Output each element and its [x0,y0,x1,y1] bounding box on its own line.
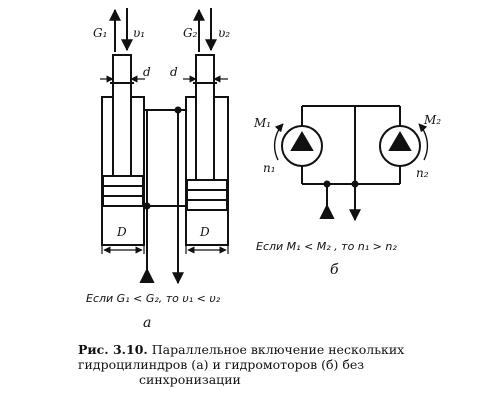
label-g2: G₂ [183,26,198,40]
label-d-left: d [143,65,151,79]
label-d-right: d [170,65,178,79]
caption-line-2: гидроцилиндров (а) и гидромоторов (б) бе… [78,357,365,372]
sublabel-b: б [330,262,339,278]
label-D-left: D [116,225,127,239]
motor-2 [379,123,429,167]
figure-a-cylinders [100,8,229,285]
label-g1: G₁ [93,26,107,40]
label-v1: υ₁ [133,26,145,40]
figure-caption: Рис. 3.10. Параллельное включение нескол… [78,342,458,387]
label-m2: M₂ [423,113,441,127]
junction-dot [143,202,151,210]
label-D-right: D [199,225,210,239]
junction-dot [174,106,182,114]
left-cylinder [101,54,145,246]
figure-number: Рис. 3.10. [78,342,148,357]
motor-1 [273,123,323,167]
condition-a: Если G₁ < G₂, то υ₁ < υ₂ [86,292,221,305]
caption-line-3: синхронизации [139,372,241,387]
label-m1: M₁ [253,116,271,130]
condition-b: Если M₁ < M₂ , то n₁ > n₂ [256,240,397,253]
label-n1: n₁ [263,161,276,175]
right-cylinder [185,54,229,246]
pressure-source-icon [319,203,335,219]
label-n2: n₂ [416,166,429,180]
caption-line-1: Параллельное включение нескольких [151,342,405,357]
pressure-source-icon [139,267,155,283]
figure-b-motors [273,105,429,222]
sublabel-a: а [143,315,151,331]
label-v2: υ₂ [218,26,230,40]
